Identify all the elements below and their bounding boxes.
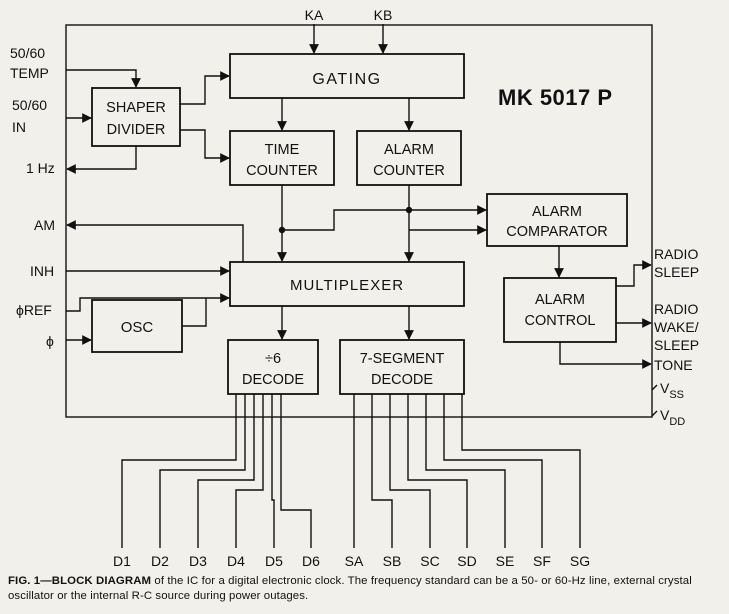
tone-wire: [559, 342, 652, 369]
junction-dot: [278, 226, 286, 234]
ka-label: KA: [305, 7, 324, 23]
radio-wake-label-2: WAKE/: [654, 319, 699, 335]
digit-output-label: D1: [113, 553, 131, 569]
digit-output-line: [280, 394, 312, 548]
segment-output-line: [461, 394, 581, 548]
ref-osc-wire: [66, 293, 230, 312]
vss-tick: [651, 384, 658, 391]
shaper-label: SHAPER: [106, 100, 166, 116]
am-label: AM: [34, 217, 55, 233]
shaper-time-wire: [180, 129, 230, 163]
segment-output-line: [407, 394, 468, 548]
hz-wire: [66, 146, 137, 174]
vss-label: VSS: [660, 380, 684, 401]
caption-label: FIG. 1—BLOCK DIAGRAM: [8, 575, 152, 587]
digit-output-line: [271, 394, 275, 548]
time-counter-label: COUNTER: [246, 163, 318, 179]
alarm-counter-label: COUNTER: [373, 163, 445, 179]
control-label: CONTROL: [525, 313, 596, 329]
segment-output-line: [371, 394, 393, 548]
radio-wake-label-1: RADIO: [654, 301, 698, 317]
multiplexer-label: MULTIPLEXER: [290, 277, 404, 294]
digit-output-label: D3: [189, 553, 207, 569]
inh-label: INH: [30, 263, 54, 279]
segment-output-label: SF: [533, 553, 551, 569]
seg7-label: 7-SEGMENT: [360, 351, 445, 367]
digit-output-line: [235, 394, 264, 548]
alarm-control-block: [503, 277, 617, 343]
segment-output-line: [389, 394, 431, 548]
caption-text: of the IC for a digital electronic clock…: [8, 575, 692, 602]
kb-label: KB: [374, 7, 393, 23]
radio-wake-label-3: SLEEP: [654, 337, 699, 353]
ref-label: ϕREF: [16, 302, 52, 318]
comparator-alarm-label: ALARM: [532, 204, 582, 220]
am-wire: [66, 220, 244, 262]
tone-label: TONE: [654, 357, 693, 373]
segment-output-label: SB: [383, 553, 402, 569]
chip-name: MK 5017 P: [498, 85, 613, 110]
time-comparator-wire: [282, 205, 487, 231]
chip-outline: [65, 24, 653, 418]
radio-sleep-label-1: RADIO: [654, 246, 698, 262]
figure-caption: FIG. 1—BLOCK DIAGRAM of the IC for a dig…: [8, 574, 722, 604]
segment-output-label: SG: [570, 553, 590, 569]
junction-dot: [405, 206, 413, 214]
temp-label-2: TEMP: [10, 65, 49, 81]
segment-output-label: SE: [496, 553, 515, 569]
digit-output-labels: D1 D2 D3 D4 D5 D6: [113, 553, 320, 569]
block-diagram: GATING SHAPER DIVIDER TIME COUNTER ALARM…: [10, 7, 699, 569]
divider-label: DIVIDER: [107, 122, 166, 138]
seg7-decode-block: [339, 339, 465, 395]
osc-mux-wire: [182, 298, 207, 327]
segment-output-labels: SA SB SC SD SE SF SG: [345, 553, 590, 569]
div6-decode-label: DECODE: [242, 372, 304, 388]
vdd-tick: [651, 410, 658, 417]
gating-label: GATING: [312, 71, 381, 88]
osc-label: OSC: [121, 319, 154, 336]
multiplexer-block: [229, 261, 465, 307]
digit-output-label: D5: [265, 553, 283, 569]
comparator-label: COMPARATOR: [506, 224, 608, 240]
temp-label-1: 50/60: [10, 45, 45, 61]
time-label: TIME: [265, 142, 300, 158]
digit-output-label: D4: [227, 553, 245, 569]
in-label-1: 50/60: [12, 97, 47, 113]
digit-output-line: [197, 394, 255, 548]
shaper-gating-wire: [180, 71, 230, 105]
radio-sleep-wire: [616, 260, 652, 287]
segment-output-line: [425, 394, 506, 548]
alarm-label: ALARM: [384, 142, 434, 158]
control-alarm-label: ALARM: [535, 292, 585, 308]
segment-output-label: SC: [420, 553, 439, 569]
digit-output-label: D6: [302, 553, 320, 569]
gating-block: [229, 53, 465, 99]
div6-label: ÷6: [265, 351, 281, 367]
seg7-decode-label: DECODE: [371, 372, 433, 388]
segment-output-line: [443, 394, 543, 548]
digit-output-label: D2: [151, 553, 169, 569]
segment-output-label: SD: [457, 553, 476, 569]
hz-label: 1 Hz: [26, 160, 55, 176]
digit-output-line: [159, 394, 246, 548]
radio-sleep-label-2: SLEEP: [654, 264, 699, 280]
alarm-comparator-block: [486, 193, 628, 247]
in-label-2: IN: [12, 119, 26, 135]
phi-label: ϕ: [46, 333, 54, 349]
digit-output-line: [121, 394, 237, 548]
div6-decode-block: [227, 339, 319, 395]
segment-output-label: SA: [345, 553, 364, 569]
temp-wire: [66, 69, 141, 88]
vdd-label: VDD: [660, 407, 685, 428]
output-lines: [121, 394, 581, 548]
